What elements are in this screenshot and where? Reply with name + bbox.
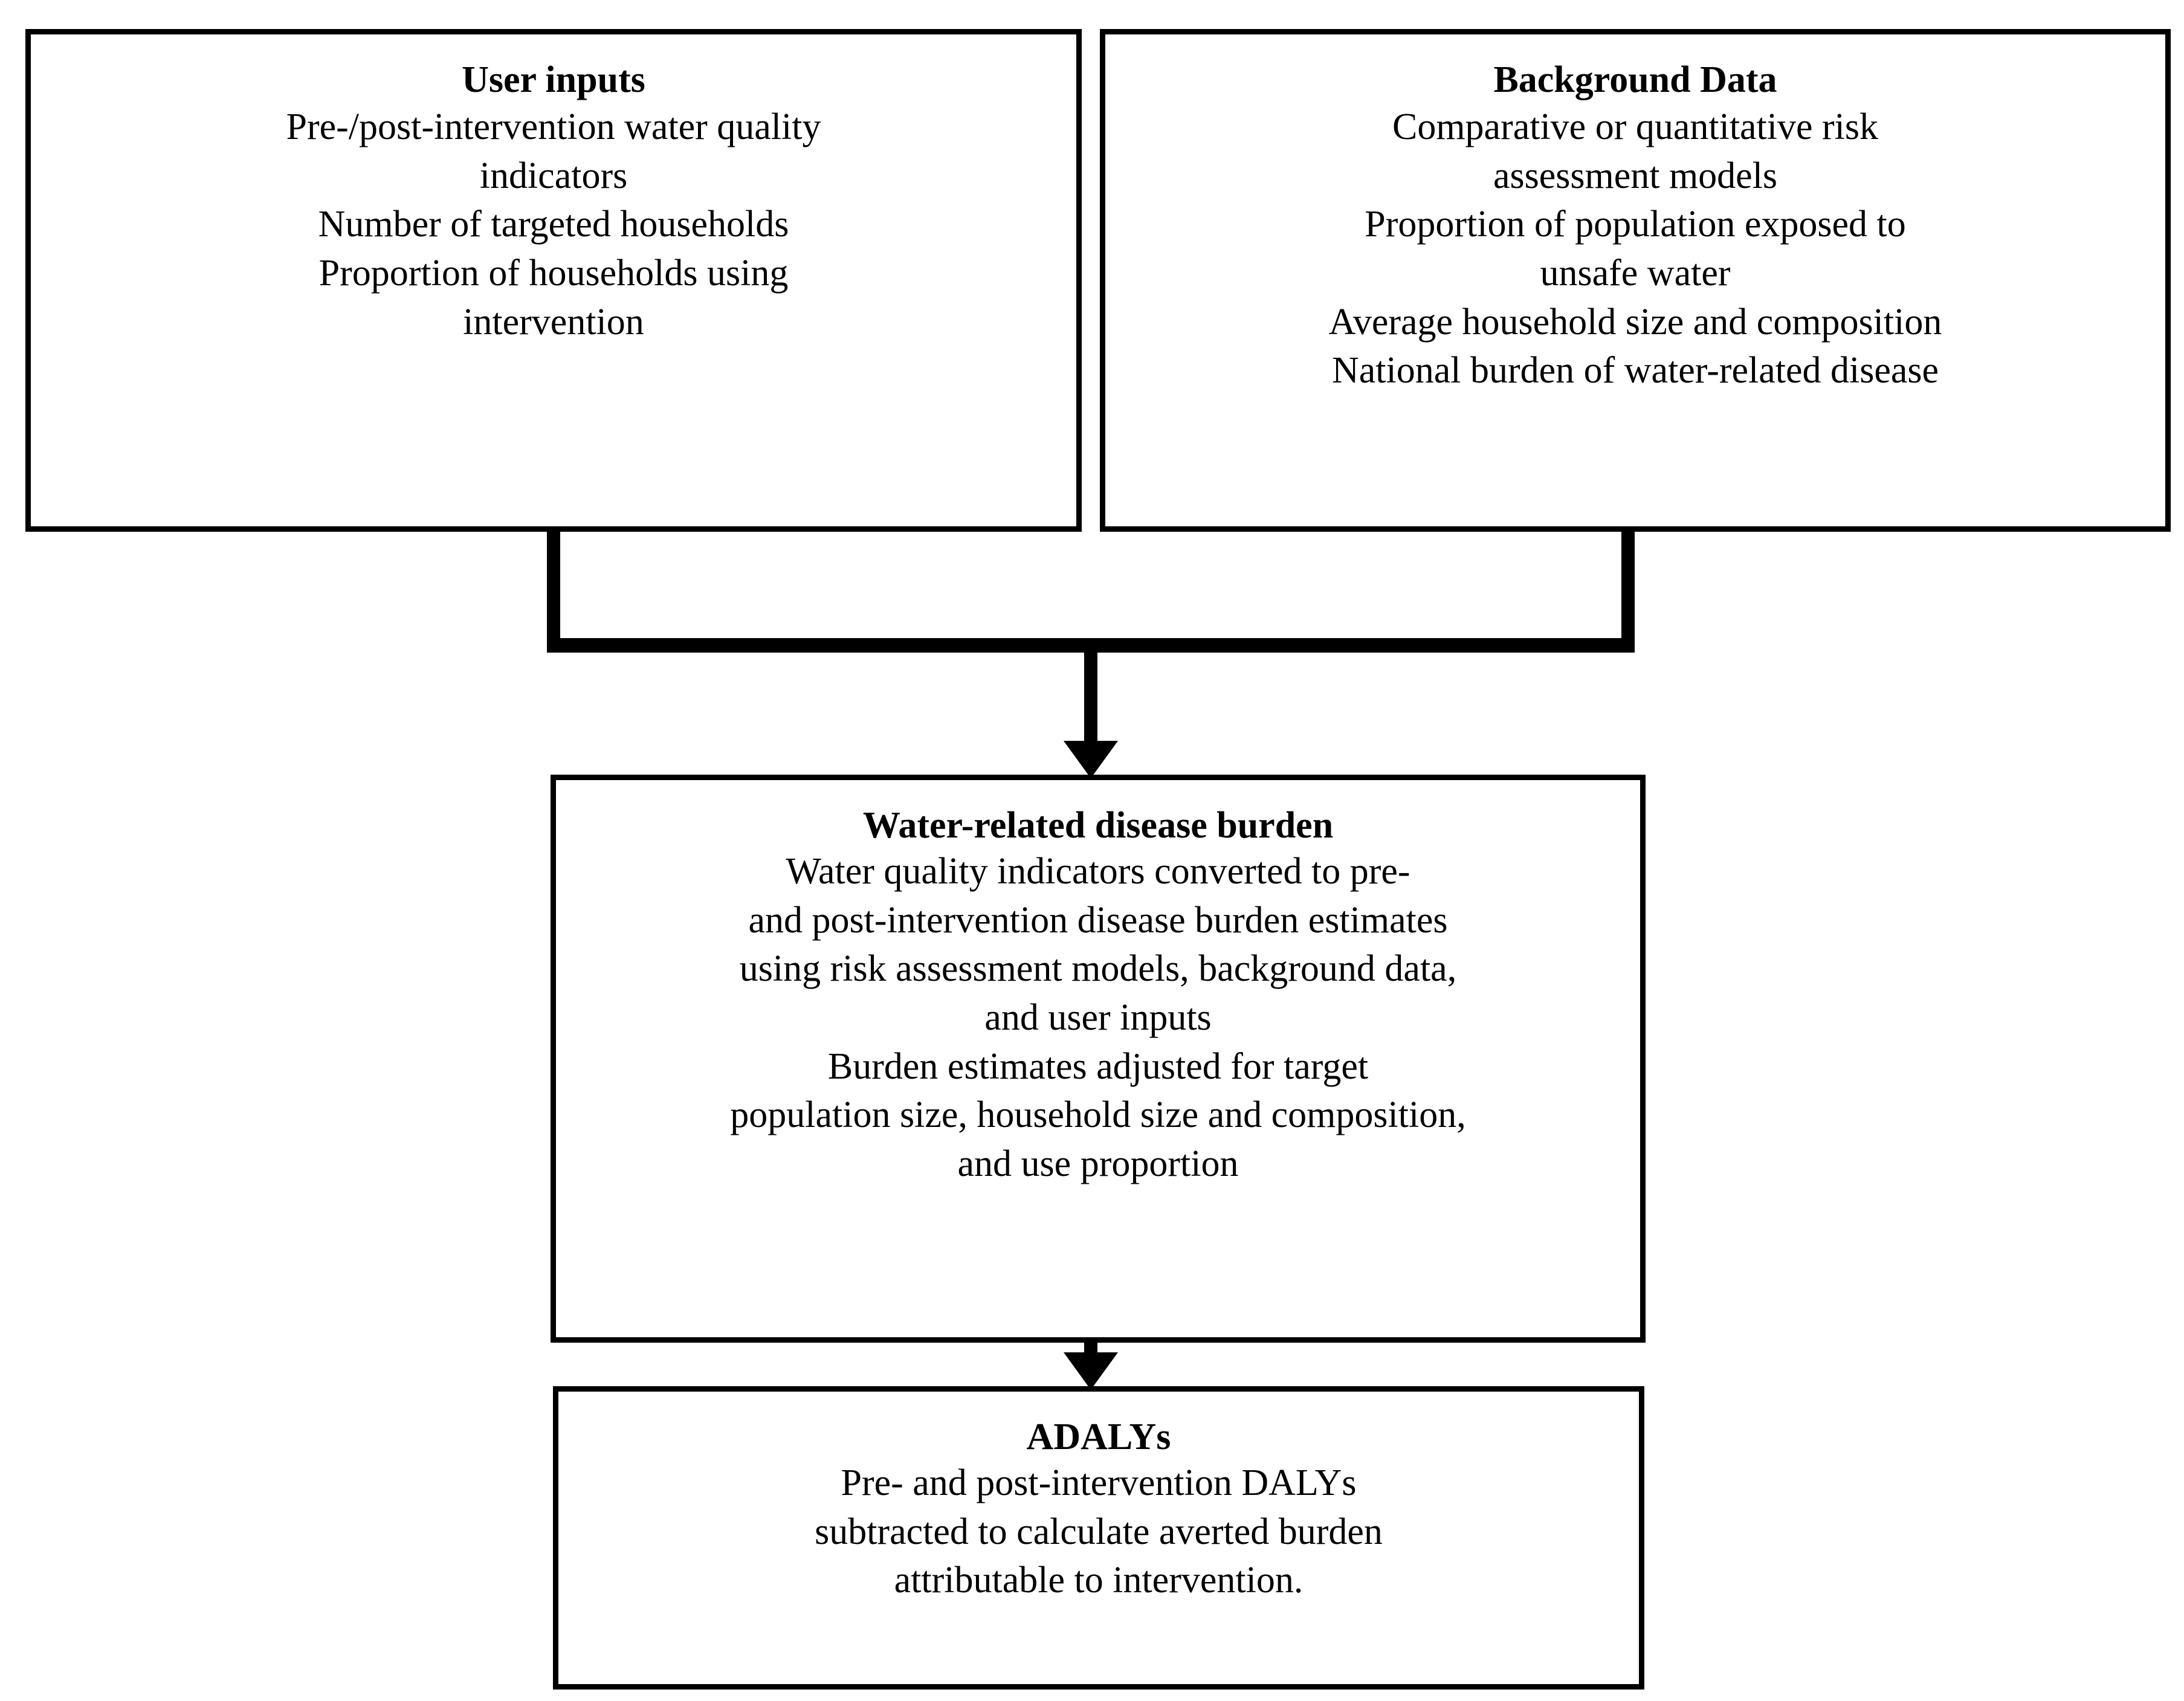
node-disease-burden-title: Water-related disease burden [862,805,1334,846]
node-user-inputs: User inputs Pre-/post-intervention water… [25,29,1082,532]
node-adalys-title: ADALYs [1026,1416,1171,1457]
arrow-down-icon-to-burden [1064,741,1118,778]
node-background-data-line-2: assessment models [1493,155,1778,196]
connector-right-drop-line [1621,531,1635,651]
node-disease-burden-line-7: and use proportion [957,1143,1239,1184]
node-disease-burden-line-2: and post-intervention disease burden est… [748,899,1448,941]
node-disease-burden-line-5: Burden estimates adjusted for target [827,1045,1369,1087]
node-adalys-line-3: attributable to intervention. [894,1560,1304,1601]
node-disease-burden-line-6: population size, household size and comp… [730,1094,1466,1136]
node-background-data: Background Data Comparative or quantitat… [1100,29,2171,532]
connector-merge-bar [547,638,1635,653]
node-disease-burden-body: Water quality indicators converted to pr… [730,847,1465,1188]
node-adalys: ADALYs Pre- and post-intervention DALYs … [553,1386,1644,1690]
node-adalys-body: Pre- and post-intervention DALYs subtrac… [815,1459,1383,1605]
node-background-data-line-6: National burden of water-related disease [1331,350,1939,392]
node-disease-burden-line-4: and user inputs [984,997,1212,1039]
node-user-inputs-title: User inputs [462,59,645,100]
node-user-inputs-line-4: Proportion of households using [318,253,789,294]
node-user-inputs-line-1: Pre-/post-intervention water quality [286,106,821,148]
node-background-data-line-4: unsafe water [1540,253,1731,294]
node-adalys-line-1: Pre- and post-intervention DALYs [841,1462,1357,1504]
connector-arrow-stem-to-burden [1084,651,1097,743]
node-background-data-body: Comparative or quantitative risk assessm… [1329,103,1942,395]
node-disease-burden-line-1: Water quality indicators converted to pr… [786,851,1410,892]
node-user-inputs-line-2: indicators [479,155,628,196]
node-adalys-line-2: subtracted to calculate averted burden [815,1511,1383,1552]
node-background-data-line-3: Proportion of population exposed to [1365,204,1906,245]
node-background-data-title: Background Data [1493,59,1777,100]
connector-left-drop-line [547,531,560,651]
node-disease-burden-line-3: using risk assessment models, background… [739,948,1457,990]
node-user-inputs-line-3: Number of targeted households [318,204,789,245]
node-user-inputs-line-5: intervention [463,301,644,343]
node-disease-burden: Water-related disease burden Water quali… [551,775,1646,1343]
node-user-inputs-body: Pre-/post-intervention water quality ind… [286,103,821,346]
node-background-data-line-5: Average household size and composition [1328,301,1942,343]
node-background-data-line-1: Comparative or quantitative risk [1392,106,1879,148]
arrow-down-icon-to-adalys [1064,1352,1118,1390]
